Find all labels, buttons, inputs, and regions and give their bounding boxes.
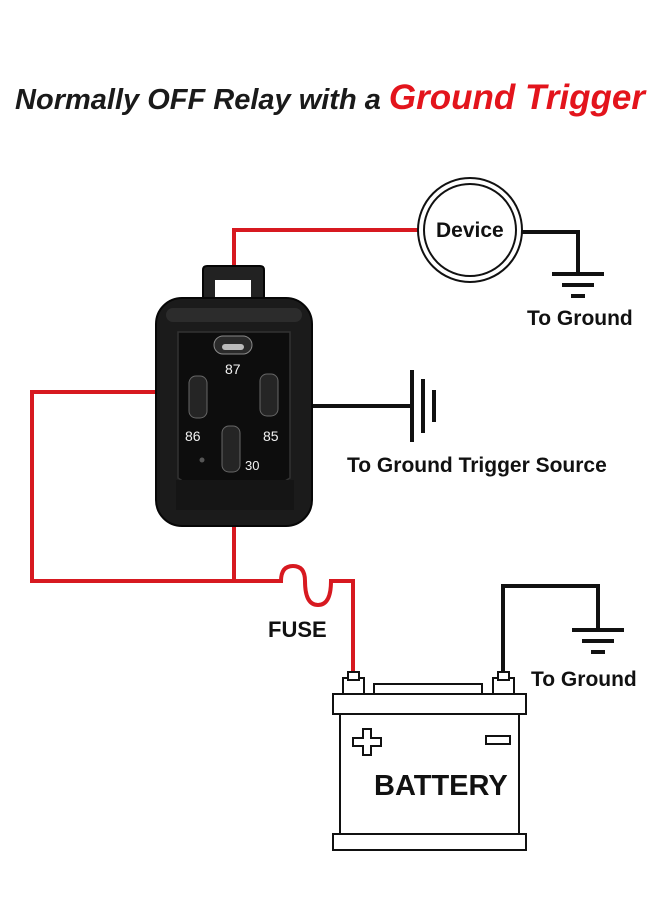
wire-battery-ground	[501, 584, 600, 674]
minus-sign-icon	[485, 735, 511, 745]
wire-86-loop	[30, 390, 234, 583]
title-prefix: Normally OFF Relay with a	[15, 84, 389, 116]
battery-icon	[332, 671, 527, 851]
relay-pin-87: 87	[225, 361, 241, 377]
relay-pin-85: 85	[263, 428, 279, 444]
ground-symbol-device	[552, 272, 604, 298]
relay-pin-30: 30	[245, 458, 260, 473]
relay-pin-86: 86	[185, 428, 201, 444]
title-highlight: Ground Trigger	[388, 78, 645, 117]
plus-sign-icon	[352, 728, 382, 756]
battery-label: BATTERY	[374, 770, 508, 802]
wire-87-to-device	[232, 228, 423, 270]
ground-label-device: To Ground	[527, 307, 633, 330]
ground-label-battery: To Ground	[531, 668, 637, 691]
ground-symbol-trigger	[410, 370, 436, 442]
fuse-label: FUSE	[268, 617, 327, 642]
trigger-source-label: To Ground Trigger Source	[347, 454, 607, 477]
diagram-title: Normally OFF Relay with a Ground Trigger	[0, 78, 660, 118]
device-icon	[417, 177, 523, 283]
wire-device-ground	[516, 230, 580, 272]
device-label: Device	[436, 219, 504, 242]
wire-fuse	[234, 563, 355, 672]
ground-symbol-battery	[572, 628, 624, 654]
relay-icon	[155, 265, 313, 527]
